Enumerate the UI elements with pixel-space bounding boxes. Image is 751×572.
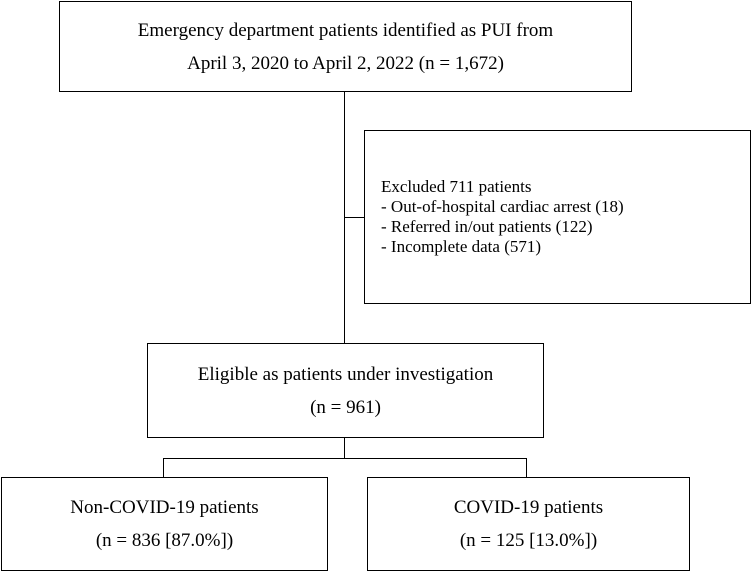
eligible-line-2: (n = 961) — [310, 396, 381, 418]
non-covid-patients-box: Non-COVID-19 patients (n = 836 [87.0%]) — [1, 477, 328, 571]
covid-line-2: (n = 125 [13.0%]) — [459, 530, 598, 551]
connector-eligible-down — [344, 438, 345, 458]
connector-split-horizontal — [163, 458, 527, 459]
identified-patients-box: Emergency department patients identified… — [59, 1, 632, 92]
covid-patients-box: COVID-19 patients (n = 125 [13.0%]) — [367, 477, 690, 571]
excluded-item-incomplete: - Incomplete data (571) — [381, 237, 542, 256]
eligible-patients-box: Eligible as patients under investigation… — [147, 343, 544, 438]
non-covid-line-2: (n = 836 [87.0%]) — [95, 530, 234, 551]
excluded-patients-box: Excluded 711 patients - Out-of-hospital … — [364, 130, 751, 304]
eligible-line-1: Eligible as patients under investigation — [197, 363, 494, 385]
identified-line-2: April 3, 2020 to April 2, 2022 (n = 1,67… — [187, 52, 504, 74]
connector-to-excluded — [344, 217, 364, 218]
non-covid-line-1: Non-COVID-19 patients — [70, 497, 259, 518]
connector-to-non-covid — [163, 458, 164, 477]
excluded-item-referred: - Referred in/out patients (122) — [381, 217, 593, 236]
excluded-item-cardiac-arrest: - Out-of-hospital cardiac arrest (18) — [381, 197, 624, 216]
covid-line-1: COVID-19 patients — [453, 497, 604, 518]
connector-to-covid — [526, 458, 527, 477]
excluded-title: Excluded 711 patients — [381, 177, 532, 196]
identified-line-1: Emergency department patients identified… — [137, 19, 554, 41]
